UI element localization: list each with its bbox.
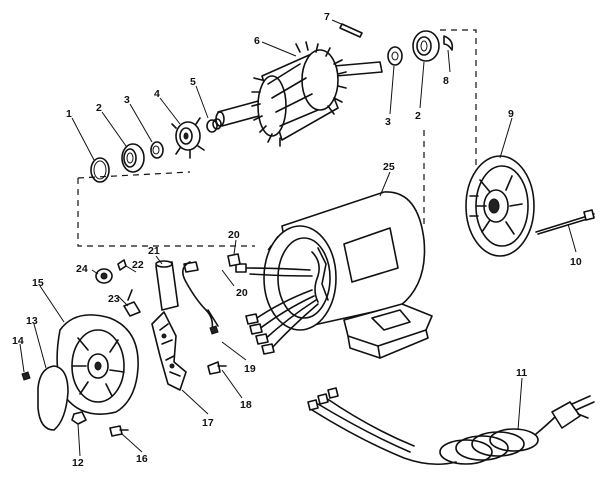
part-switch-lead [182, 261, 219, 335]
callout-20-lower: 20 [236, 287, 248, 299]
callout-4: 4 [154, 88, 160, 100]
callout-10: 10 [570, 256, 582, 268]
callout-19: 19 [244, 363, 256, 375]
callout-16: 16 [136, 453, 148, 465]
part-key [339, 23, 363, 38]
part-governor [171, 117, 205, 159]
part-end-bell-left [56, 314, 139, 415]
callout-23: 23 [108, 293, 120, 305]
callout-5: 5 [190, 76, 196, 88]
callout-12: 12 [72, 457, 84, 469]
part-screw-upper [207, 361, 227, 375]
leader-lines [19, 19, 577, 457]
part-spring-clip [206, 118, 222, 133]
part-clip [117, 259, 127, 271]
part-terminal-lower [183, 261, 199, 273]
part-retaining-ring [90, 157, 110, 183]
part-bearing-right [412, 30, 440, 62]
part-terminal-upper [227, 253, 241, 267]
callout-11: 11 [516, 367, 527, 379]
callout-20-upper: 20 [228, 229, 240, 241]
part-grommet [95, 268, 113, 284]
callout-7: 7 [324, 11, 330, 23]
part-snap-ring-right [443, 35, 454, 51]
callout-13: 13 [26, 315, 38, 327]
callout-3-right: 3 [385, 116, 391, 128]
callout-6: 6 [254, 35, 260, 47]
part-cover-plate [37, 365, 69, 431]
part-power-cord [307, 387, 595, 466]
part-screw-lower [109, 425, 129, 437]
callout-2-right: 2 [415, 110, 421, 122]
callout-24: 24 [76, 263, 88, 275]
part-switch-plate [151, 311, 187, 391]
callout-17: 17 [202, 417, 214, 429]
callout-labels: 1 2 3 4 5 6 7 8 2 3 9 10 25 20 20 21 22 … [12, 11, 582, 469]
callout-9: 9 [508, 108, 514, 120]
callout-15: 15 [32, 277, 44, 289]
part-end-bell-right [465, 155, 535, 257]
part-rotor [215, 41, 383, 147]
callout-21: 21 [148, 245, 160, 257]
part-washer-right [387, 46, 403, 66]
callout-2-left: 2 [96, 102, 102, 114]
part-washer-left [150, 141, 164, 159]
callout-8: 8 [443, 75, 449, 87]
callout-25: 25 [383, 161, 395, 173]
part-screw-cover [21, 371, 31, 381]
part-through-bolt [535, 209, 595, 235]
callout-14: 14 [12, 335, 24, 347]
part-capacitor-clamp [123, 289, 141, 317]
callout-1: 1 [66, 108, 72, 120]
stator-lead-wires [235, 263, 319, 355]
callout-18: 18 [240, 399, 252, 411]
callout-3-left: 3 [124, 94, 130, 106]
callout-22: 22 [132, 259, 144, 271]
part-bearing-left [121, 143, 145, 173]
part-capacitor [155, 260, 179, 311]
part-nut [71, 411, 87, 425]
